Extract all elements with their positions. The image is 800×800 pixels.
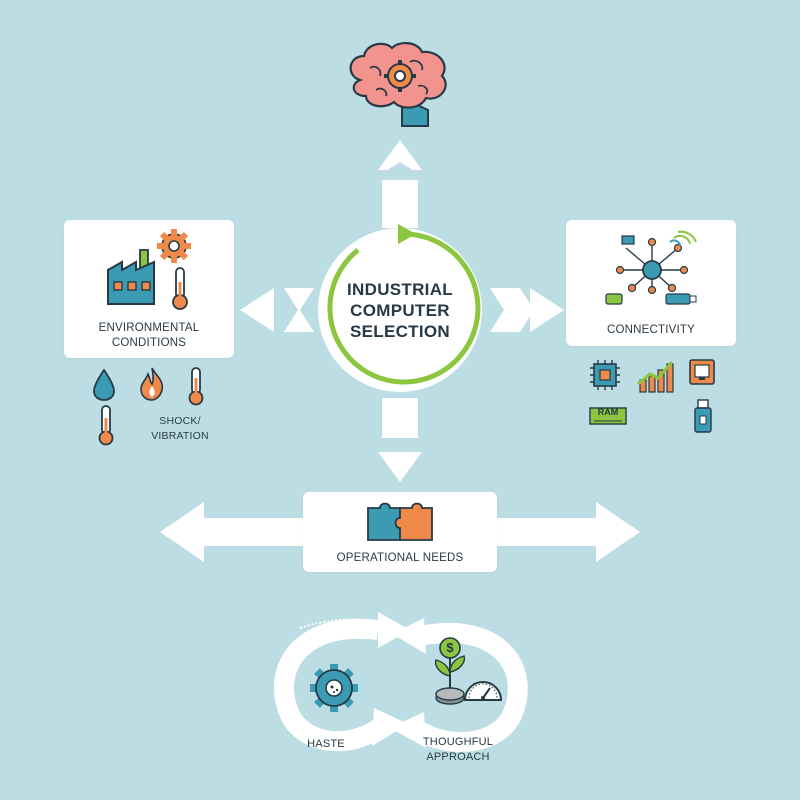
dollar-sign: $: [446, 640, 454, 655]
speedometer-icon: [463, 681, 503, 701]
left-arrow: [240, 288, 314, 332]
shock-vibration-label: SHOCK/ VIBRATION: [140, 414, 220, 444]
cycle-arrows: [274, 612, 528, 752]
center-title: INDUSTRIAL COMPUTER SELECTION: [335, 279, 465, 342]
thermometer-icon-3: [98, 405, 114, 446]
gear-haste-icon: [310, 664, 358, 712]
connectivity-title: CONNECTIVITY: [606, 324, 695, 336]
environmental-title: ENVIRONMENTAL CONDITIONS: [64, 321, 234, 351]
right-arrow: [490, 288, 564, 332]
network-hub-icon: [605, 230, 697, 305]
environmental-title-line1: ENVIRONMENTAL: [98, 322, 200, 334]
plant-money-icon: [434, 637, 466, 705]
shock-line2: VIBRATION: [151, 430, 209, 442]
brain-gear-icon: [349, 42, 447, 127]
factory-icon: [107, 249, 155, 305]
fire-icon: [140, 367, 164, 401]
thoughtful-line1: THOUGHFUL: [422, 736, 494, 748]
growth-chart-icon: [637, 361, 674, 393]
up-arrow: [372, 140, 428, 228]
gear-icon: [157, 229, 191, 263]
thoughtful-label: THOUGHFUL APPROACH: [408, 735, 508, 765]
center-title-line2: COMPUTER: [350, 300, 450, 320]
shock-line1: SHOCK/: [159, 415, 201, 427]
cycle-ring: [327, 224, 481, 385]
usb-drive-icon: [694, 399, 712, 433]
thermometer-icon: [172, 267, 188, 310]
down-arrow: [372, 398, 428, 482]
center-title-line1: INDUSTRIAL: [347, 279, 453, 299]
ram-module-icon: [589, 407, 627, 425]
ram-label: RAM: [597, 407, 619, 417]
cpu-chip-icon: [590, 360, 620, 390]
puzzle-icon: [367, 502, 433, 541]
thermometer-icon-2: [188, 367, 204, 406]
water-drop-icon: [93, 368, 115, 401]
ethernet-port-icon: [689, 359, 715, 385]
operational-title: OPERATIONAL NEEDS: [336, 552, 464, 564]
thoughtful-line2: APPROACH: [426, 751, 490, 763]
environmental-title-line2: CONDITIONS: [111, 337, 187, 349]
center-title-line3: SELECTION: [350, 321, 450, 341]
haste-label: HASTE: [307, 738, 345, 750]
